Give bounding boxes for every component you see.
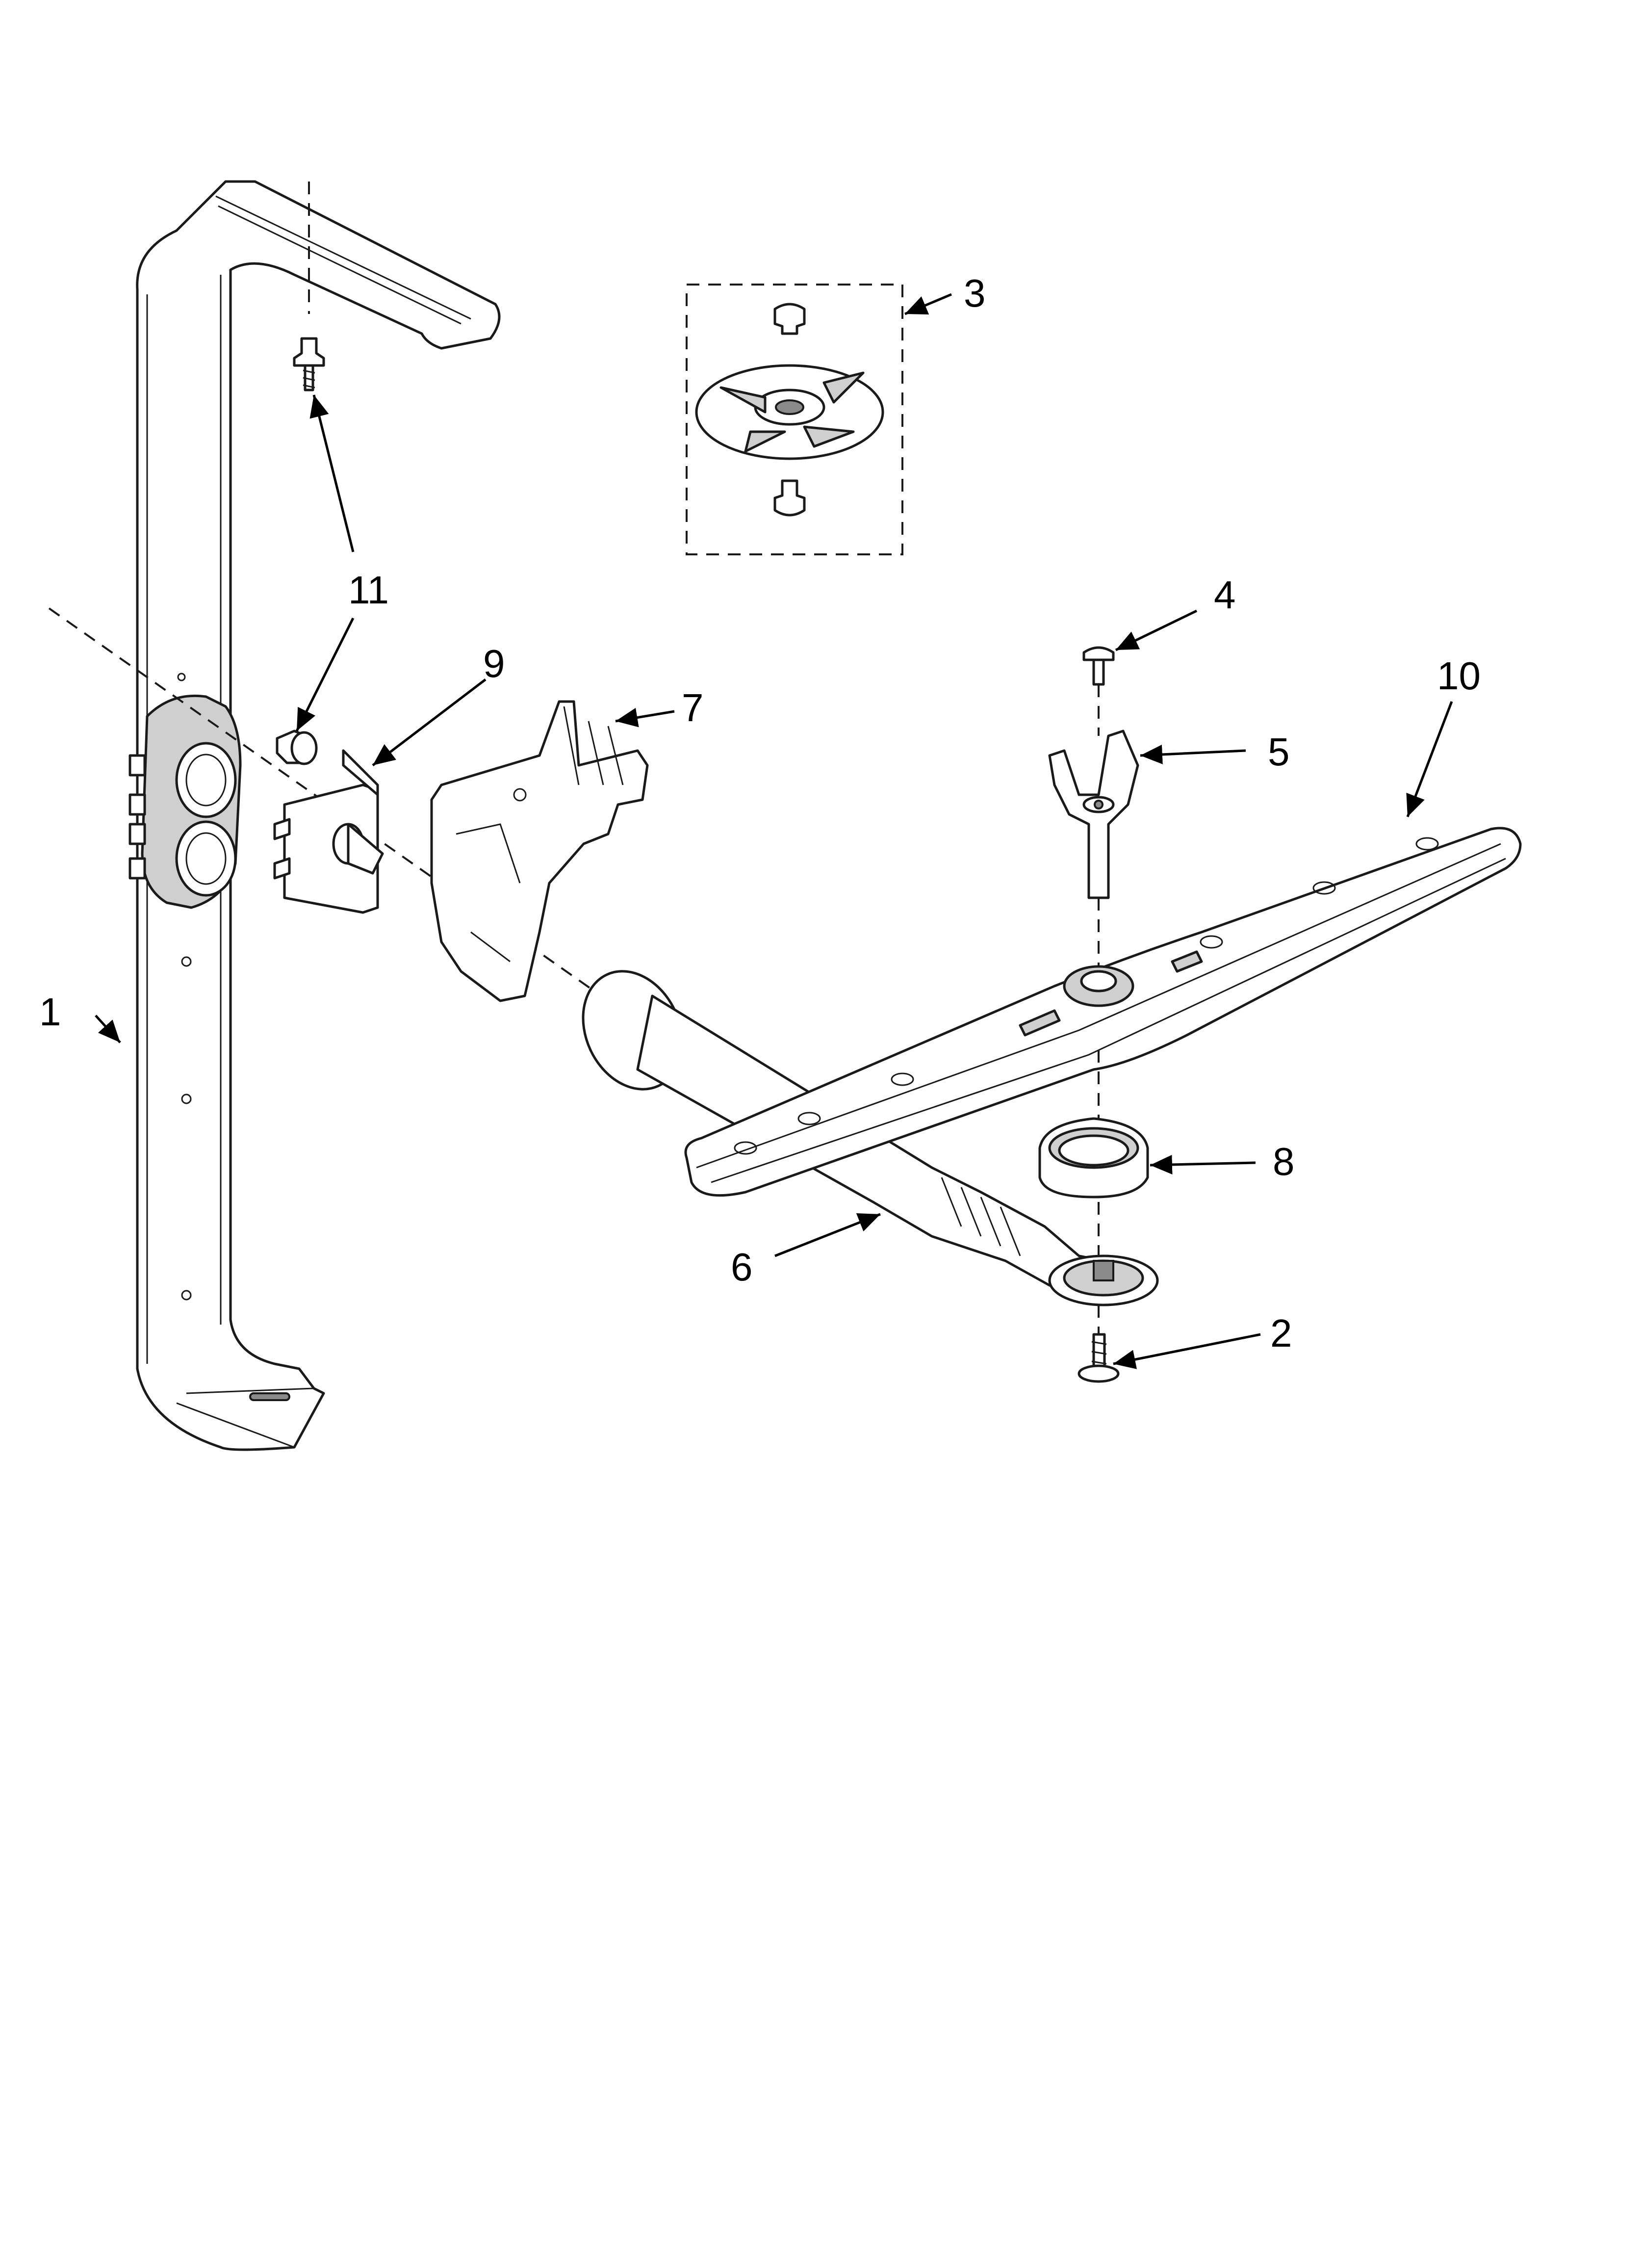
callout-6: 6 <box>731 1245 753 1289</box>
leader-4 <box>1115 609 1198 652</box>
leader-2 <box>1113 1333 1261 1369</box>
leader-9 <box>372 678 487 766</box>
screw-2-part[interactable] <box>1078 1333 1120 1383</box>
leader-3 <box>904 293 952 315</box>
bracket-part[interactable] <box>430 700 649 1002</box>
callout-8: 8 <box>1273 1140 1295 1183</box>
leader-6 <box>774 1213 881 1257</box>
connector-part[interactable] <box>273 749 384 914</box>
leader-7 <box>615 707 675 728</box>
upper-spray-assembly[interactable] <box>686 284 903 555</box>
screw-11-top[interactable] <box>293 337 325 391</box>
spray-arm-part[interactable] <box>684 827 1522 1197</box>
leader-1 <box>95 1015 121 1043</box>
leader-10 <box>1406 701 1453 817</box>
callout-5: 5 <box>1268 730 1290 774</box>
leader-11b <box>295 617 355 732</box>
screw-11-side[interactable] <box>276 730 318 765</box>
callout-4: 4 <box>1214 573 1236 617</box>
callout-9: 9 <box>483 642 505 685</box>
callout-10: 10 <box>1437 654 1481 698</box>
manifold-tube-part[interactable] <box>564 955 1159 1306</box>
supply-tube-part[interactable] <box>128 180 501 1451</box>
screw-4-part[interactable] <box>1082 646 1115 686</box>
bearing-clip-part[interactable] <box>1048 730 1139 899</box>
callout-3: 3 <box>964 271 986 315</box>
callout-2: 2 <box>1270 1311 1292 1355</box>
bearing-ring-part[interactable] <box>1038 1117 1149 1199</box>
callout-7: 7 <box>682 686 704 730</box>
callout-11: 11 <box>348 568 389 612</box>
callout-1: 1 <box>39 990 61 1034</box>
leader-5 <box>1140 744 1246 764</box>
leader-11a <box>309 394 355 552</box>
leader-8 <box>1150 1154 1256 1174</box>
